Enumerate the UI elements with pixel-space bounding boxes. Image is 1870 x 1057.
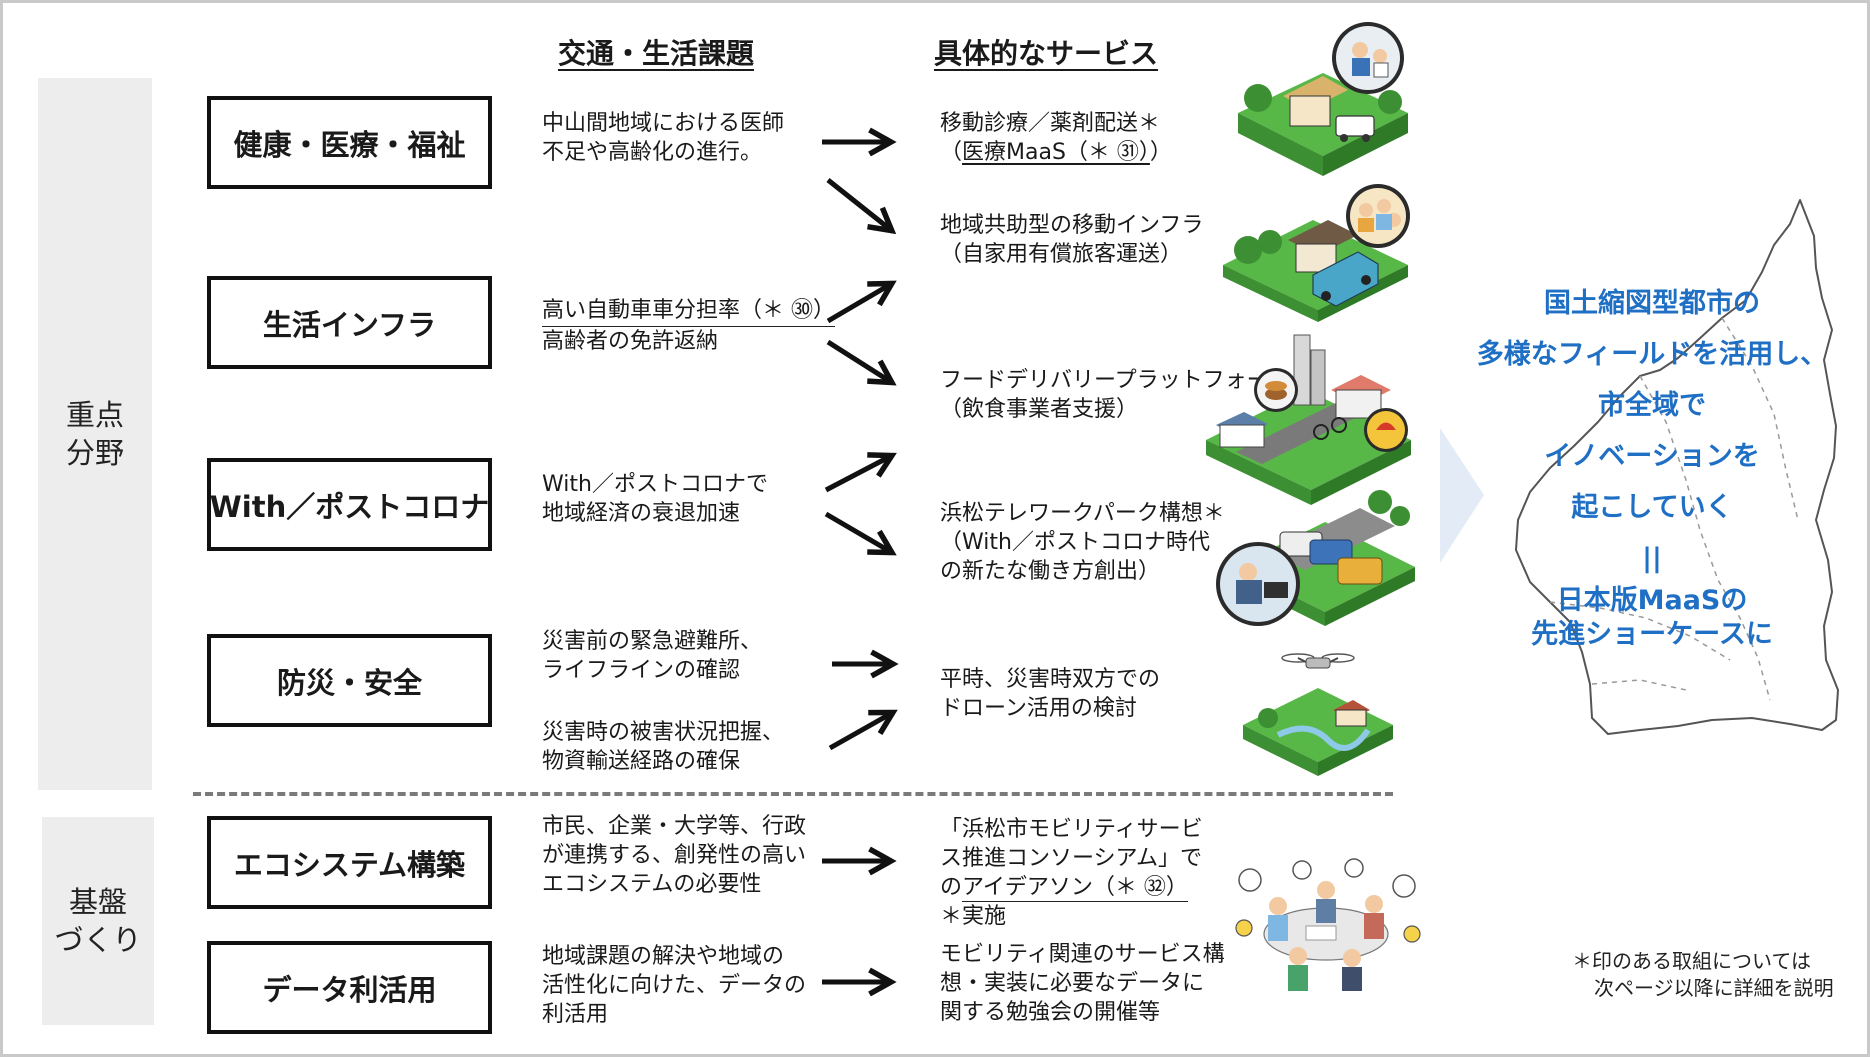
category-living-infra: 生活インフラ (207, 276, 492, 369)
vision-equals: || (1642, 543, 1662, 574)
service-study: モビリティ関連のサービス構 想・実装に必要なデータに 関する勉強会の開催等 (940, 940, 1225, 1027)
service-medical-close: ） (1149, 140, 1172, 165)
issue-data-line3: 利活用 (542, 1002, 609, 1027)
service-medical-line1: 移動診療／薬剤配送＊ (940, 111, 1161, 136)
service-drone-line1: 平時、災害時双方での (940, 667, 1161, 692)
meeting-illustration (1235, 858, 1421, 991)
vision-line-2: 多様なフィールドを活用し、 (1476, 339, 1828, 370)
issue-ecosystem: 市民、企業・大学等、行政 が連携する、創発性の高い エコシステムの必要性 (542, 812, 806, 899)
issue-data-line1: 地域課題の解決や地域の (542, 944, 785, 969)
issue-disaster-before: 災害前の緊急避難所、 ライフラインの確認 (542, 627, 762, 685)
issue-infra-line1: 高い自動車車分担率（＊ ㉚） (542, 296, 835, 327)
issue-health: 中山間地域における医師 不足や高齢化の進行。 (542, 109, 784, 167)
service-medical: 移動診療／薬剤配送＊ （医療MaaS（＊ ㉛）） (940, 109, 1172, 167)
service-consortium: 「浜松市モビリティサービ ス推進コンソーシアム」で のアイデアソン（＊ ㉜） ＊… (940, 815, 1203, 931)
sidebar-key-areas-line1: 重点 (65, 398, 124, 432)
issue-disaster-during: 災害時の被害状況把握、 物資輸送経路の確保 (542, 718, 784, 776)
vision-line-1: 国土縮図型都市の (1544, 288, 1760, 319)
issue-ecosystem-line2: が連携する、創発性の高い (542, 843, 807, 868)
category-disaster-safety: 防災・安全 (207, 634, 492, 727)
issue-disaster-during-line2: 物資輸送経路の確保 (542, 749, 741, 774)
sidebar-foundation: 基盤 づくり (42, 817, 154, 1025)
arrow-infra-food (826, 339, 897, 386)
service-study-line1: モビリティ関連のサービス構 (940, 942, 1225, 967)
category-health: 健康・医療・福祉 (207, 96, 492, 189)
vision-line-3: 市全域で (1598, 390, 1706, 421)
sidebar-foundation-line2: づくり (54, 923, 142, 957)
service-mobility-infra-line1: 地域共助型の移動インフラ (940, 213, 1204, 238)
sidebar-key-areas-line2: 分野 (65, 436, 124, 470)
telework-park-illustration (1216, 490, 1415, 626)
service-telework-line1: 浜松テレワークパーク構想＊ (940, 501, 1225, 526)
food-delivery-illustration (1206, 334, 1411, 505)
chevron-arrow-icon (1440, 428, 1484, 563)
ideathon-link[interactable]: アイデアソン（＊ ㉜） (962, 875, 1188, 902)
shared-mobility-illustration (1223, 184, 1410, 322)
issue-data-line2: 活性化に向けた、データの (542, 973, 807, 998)
vision-line-8: 先進ショーケースに (1531, 619, 1773, 650)
arrow-infra-mobility (826, 280, 897, 324)
header-issues: 交通・生活課題 (558, 37, 755, 70)
service-study-line3: 関する勉強会の開催等 (940, 1000, 1161, 1025)
issue-covid-line2: 地域経済の衰退加速 (542, 501, 741, 526)
issue-disaster-during-line1: 災害時の被害状況把握、 (542, 720, 785, 745)
category-with-post-corona: With／ポストコロナ (207, 458, 492, 551)
issue-infra: 高い自動車車分担率（＊ ㉚） 高齢者の免許返納 (542, 296, 835, 356)
issue-ecosystem-line1: 市民、企業・大学等、行政 (542, 814, 807, 839)
arrow-health-mobility (826, 178, 897, 235)
service-consortium-line2: ス推進コンソーシアム」で (940, 846, 1203, 871)
issue-disaster-before-line2: ライフラインの確認 (542, 658, 741, 683)
service-food-delivery-line2: （飲食事業者支援） (940, 397, 1139, 422)
drone-illustration (1243, 653, 1393, 776)
service-mobility-infra: 地域共助型の移動インフラ （自家用有償旅客運送） (940, 211, 1203, 269)
arrow-covid-telework (824, 511, 897, 556)
service-food-delivery: フードデリバリープラットフォーム＊ （飲食事業者支援） (940, 366, 1312, 424)
issue-ecosystem-line3: エコシステムの必要性 (542, 872, 762, 897)
service-consortium-line1: 「浜松市モビリティサービ (940, 817, 1203, 842)
service-drone-line2: ドローン活用の検討 (940, 696, 1137, 721)
service-drone: 平時、災害時双方での ドローン活用の検討 (940, 665, 1160, 723)
sidebar-foundation-line1: 基盤 (68, 885, 127, 919)
category-ecosystem: エコシステム構築 (207, 816, 492, 909)
medical-visit-illustration (1238, 22, 1408, 176)
issue-data: 地域課題の解決や地域の 活性化に向けた、データの 利活用 (542, 942, 806, 1029)
footnote-line1: ＊印のある取組については (1572, 949, 1811, 973)
medical-maas-link[interactable]: 医療MaaS（＊ ㉛） (962, 140, 1150, 165)
footnote: ＊印のある取組については 次ページ以降に詳細を説明 (1572, 948, 1834, 1002)
section-divider (193, 792, 1393, 796)
footnote-line2: 次ページ以降に詳細を説明 (1594, 976, 1834, 1000)
service-consortium-line4: ＊実施 (940, 904, 1007, 929)
vision-line-4: イノベーションを (1544, 441, 1760, 472)
service-telework-line3: の新たな働き方創出） (940, 559, 1161, 584)
service-mobility-infra-line2: （自家用有償旅客運送） (940, 242, 1183, 267)
city-map-outline (1515, 199, 1839, 735)
service-study-line2: 想・実装に必要なデータに (940, 971, 1205, 996)
sidebar-key-areas: 重点 分野 (38, 78, 152, 790)
issue-disaster-before-line1: 災害前の緊急避難所、 (542, 629, 763, 654)
service-medical-open: （ (940, 140, 963, 165)
issue-health-line1: 中山間地域における医師 (542, 111, 785, 136)
service-telework-line2: （With／ポストコロナ時代 (940, 530, 1210, 555)
service-consortium-prefix: の (940, 875, 963, 900)
vision-line-7: 日本版MaaSの (1556, 585, 1748, 616)
vision-message: 国土縮図型都市の 多様なフィールドを活用し、 市全域で イノベーションを 起こし… (1462, 278, 1842, 652)
issue-infra-line2: 高齢者の免許返納 (542, 329, 719, 354)
service-consortium-line3: のアイデアソン（＊ ㉜） (940, 873, 1203, 902)
arrow-covid-food (824, 452, 897, 493)
category-data-utilization: データ利活用 (207, 941, 492, 1034)
issue-health-line2: 不足や高齢化の進行。 (542, 140, 763, 165)
arrow-disaster-drone-2 (828, 709, 898, 751)
service-food-delivery-line1: フードデリバリープラットフォーム＊ (940, 368, 1313, 393)
service-medical-line2: （医療MaaS（＊ ㉛）） (940, 138, 1172, 167)
header-services: 具体的なサービス (934, 37, 1159, 70)
issue-covid: With／ポストコロナで 地域経済の衰退加速 (542, 470, 768, 528)
service-telework: 浜松テレワークパーク構想＊ （With／ポストコロナ時代 の新たな働き方創出） (940, 499, 1225, 586)
vision-line-5: 起こしていく (1571, 492, 1733, 523)
issue-covid-line1: With／ポストコロナで (542, 472, 768, 497)
